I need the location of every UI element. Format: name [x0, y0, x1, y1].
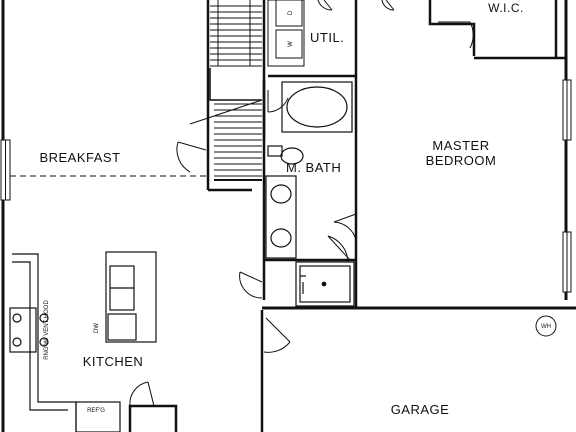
windows — [0, 79, 572, 293]
label-master: MASTER — [432, 138, 489, 153]
label-washer: W — [288, 41, 294, 47]
washer — [275, 29, 303, 59]
label-garage: GARAGE — [391, 402, 450, 417]
burner-1 — [12, 313, 22, 323]
label-kitchen: KITCHEN — [83, 354, 144, 369]
toilet-tank — [267, 145, 283, 157]
stair-treads-upper — [210, 5, 262, 67]
range — [9, 307, 37, 353]
pantry-door — [147, 381, 155, 407]
label-bedroom: BEDROOM — [426, 153, 497, 168]
water-heater — [535, 315, 557, 337]
dryer — [275, 0, 303, 27]
vanity — [265, 175, 297, 259]
refrigerator — [75, 401, 121, 432]
dishwasher — [107, 313, 137, 341]
label-dishwasher: DW — [94, 323, 100, 333]
stair-landing — [209, 68, 262, 101]
label-dryer: D — [288, 10, 294, 15]
label-wic: W.I.C. — [488, 1, 524, 15]
bathtub — [281, 81, 353, 133]
water-heater-icon — [535, 315, 557, 337]
staircase — [189, 0, 263, 181]
toilet-bowl — [280, 147, 304, 165]
burner-3 — [39, 313, 49, 323]
kitchen-island — [105, 251, 157, 343]
util-door — [323, 0, 333, 11]
stair-cut-line — [189, 99, 263, 125]
fixture-labels: WH REF'G D W RNG W/ VENT HOOD DW — [44, 10, 551, 414]
room-labels: W.I.C. UTIL. BREAKFAST MASTER BEDROOM M.… — [39, 1, 523, 417]
kitchen-counters — [9, 251, 157, 432]
label-mbath: M. BATH — [286, 160, 341, 175]
sink-1 — [270, 184, 292, 204]
label-refrigerator: REF'G — [87, 408, 105, 414]
kitchen-counter-inner — [12, 261, 68, 411]
master-bath-fixtures — [265, 81, 355, 307]
label-range-hood: RNG W/ VENT HOOD — [44, 300, 50, 360]
burner-2 — [12, 337, 22, 347]
mbath-door — [333, 213, 357, 223]
pantry-wall — [128, 404, 178, 432]
utility-fixtures — [267, 0, 305, 67]
label-breakfast: BREAKFAST — [39, 150, 120, 165]
interior-walls — [128, 0, 566, 432]
label-util: UTIL. — [310, 30, 344, 45]
wic-wall — [428, 0, 476, 56]
label-water-heater: WH — [541, 324, 551, 330]
burner-4 — [39, 337, 49, 347]
sink-2 — [270, 228, 292, 248]
doors — [129, 0, 474, 407]
stair-treads-lower — [214, 103, 262, 177]
shower — [295, 261, 355, 307]
garage-entry-door — [239, 271, 263, 283]
